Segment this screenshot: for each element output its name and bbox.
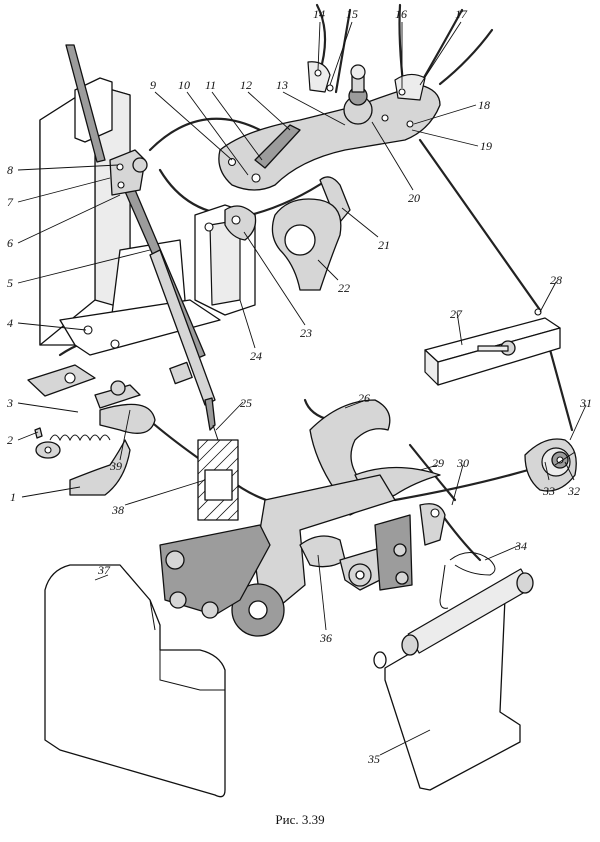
figure-caption: Рис. 3.39 <box>275 812 325 827</box>
callout-5: 5 <box>7 276 13 290</box>
callout-23: 23 <box>300 326 312 340</box>
hook-and-block <box>194 198 342 316</box>
callout-4: 4 <box>7 316 13 330</box>
base-cover <box>44 564 226 798</box>
callout-11: 11 <box>205 78 216 92</box>
thread-guide-clamp <box>83 149 148 349</box>
thread-guide-bar <box>424 308 561 386</box>
callout-7: 7 <box>7 195 14 209</box>
callout-24: 24 <box>250 349 262 363</box>
callout-32: 32 <box>567 484 580 498</box>
callout-19: 19 <box>480 139 492 153</box>
callout-27: 27 <box>450 307 463 321</box>
callout-3: 3 <box>6 396 13 410</box>
callout-labels: 1 2 3 4 5 6 7 8 9 10 11 12 13 14 15 16 1… <box>6 7 592 766</box>
spring <box>49 434 111 442</box>
callout-36: 36 <box>319 631 332 645</box>
callout-6: 6 <box>7 236 13 250</box>
callout-8: 8 <box>7 163 13 177</box>
callout-2: 2 <box>7 433 13 447</box>
callout-31: 31 <box>579 396 592 410</box>
feed-plate <box>197 439 239 521</box>
callout-28: 28 <box>550 273 562 287</box>
callout-39: 39 <box>109 459 122 473</box>
callout-30: 30 <box>456 456 469 470</box>
callout-21: 21 <box>378 238 390 252</box>
needle-bar <box>65 44 216 431</box>
callout-13: 13 <box>276 78 288 92</box>
callout-37: 37 <box>97 563 111 577</box>
leader-lines <box>17 21 587 756</box>
callout-33: 33 <box>542 484 555 498</box>
wire-guide <box>439 552 496 609</box>
callout-38: 38 <box>111 503 124 517</box>
needle-point <box>212 424 219 441</box>
callout-26: 26 <box>358 391 370 405</box>
presser-foot-assembly <box>27 364 156 496</box>
needle-bar-frame <box>39 77 221 356</box>
callout-25: 25 <box>240 396 252 410</box>
callout-12: 12 <box>240 78 252 92</box>
callout-34: 34 <box>514 539 527 553</box>
callout-35: 35 <box>367 752 380 766</box>
callout-16: 16 <box>395 7 407 21</box>
cover-plate <box>373 568 534 791</box>
callout-1: 1 <box>10 490 16 504</box>
callout-17: 17 <box>455 7 468 21</box>
callout-22: 22 <box>338 281 350 295</box>
callout-20: 20 <box>408 191 420 205</box>
callout-14: 14 <box>313 7 325 21</box>
callout-29: 29 <box>432 456 444 470</box>
callout-10: 10 <box>178 78 190 92</box>
looper-mechanism <box>159 399 446 637</box>
callout-18: 18 <box>478 98 490 112</box>
tension-unit <box>524 438 577 492</box>
callout-9: 9 <box>150 78 156 92</box>
callout-15: 15 <box>346 7 358 21</box>
take-up-plate <box>218 61 441 223</box>
